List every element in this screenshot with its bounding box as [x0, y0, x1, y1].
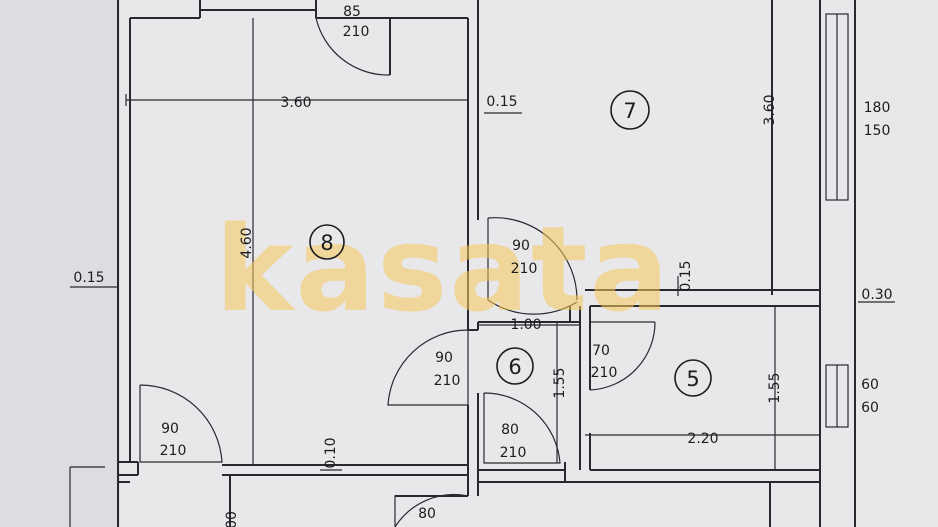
dim-room5-width: 2.20: [687, 431, 718, 447]
room-6-number: 6: [508, 355, 521, 379]
door-room7-height: 210: [511, 261, 538, 277]
room-7-circle: [610, 90, 650, 130]
room-markers: 7 8 6 5: [309, 90, 712, 397]
door-bottom-arc: [394, 494, 469, 527]
dim-bottom-left-partial: 00: [224, 511, 240, 527]
door-room7-width: 90: [512, 238, 530, 254]
window-right-top-width: 180: [864, 100, 891, 116]
door-corridor-left-arc: [387, 329, 469, 406]
dim-wall-mid: 0.15: [678, 260, 694, 291]
door-corridor-bottom-width: 80: [501, 422, 519, 438]
dim-wall-gap-top: 0.15: [486, 94, 517, 110]
window-right-bottom-width: 60: [861, 377, 879, 393]
door-top-height: 210: [343, 24, 370, 40]
door-corridor-left-height: 210: [434, 373, 461, 389]
door-corridor-bottom-height: 210: [500, 445, 527, 461]
door-top-width: 85: [343, 4, 361, 20]
dimension-lines: [69, 0, 895, 527]
door-room5-arc: [589, 321, 656, 391]
dim-wall-right: 0.30: [861, 287, 892, 303]
watermark: kasata: [215, 200, 671, 338]
door-room8-bottom-height: 210: [160, 443, 187, 459]
dim-room7-height: 3.60: [762, 94, 778, 125]
door-room5-height: 210: [591, 365, 618, 381]
room-8-number: 8: [320, 231, 333, 255]
dim-wall-bottom: 0.10: [323, 437, 339, 468]
room-5-number: 5: [686, 367, 699, 391]
door-top-arc: [315, 0, 391, 76]
door-labels: 85 210 90 210 90 210 70 210 80 210 90 21…: [160, 4, 618, 522]
window-labels: 180 150 60 60: [861, 100, 890, 416]
dim-corridor-width: 1.00: [510, 317, 541, 333]
window-right-bottom-height: 60: [861, 400, 879, 416]
paper-left-margin: [0, 0, 120, 527]
door-corridor-left-width: 90: [435, 350, 453, 366]
dim-corridor-height: 1.55: [552, 367, 568, 398]
door-room8-bottom-arc: [139, 384, 223, 463]
room-6-circle: [496, 347, 534, 385]
dim-room8-height: 4.60: [239, 227, 255, 258]
room-7-number: 7: [623, 99, 636, 123]
door-room8-bottom-width: 90: [161, 421, 179, 437]
dim-room8-width: 3.60: [280, 95, 311, 111]
door-room5-width: 70: [592, 343, 610, 359]
door-corridor-bottom-arc: [483, 392, 561, 464]
dim-wall-left: 0.15: [73, 270, 104, 286]
dim-room5-height: 1.55: [767, 372, 783, 403]
dimension-labels: 3.60 4.60 0.15 0.15 3.60 0.15 0.30 1.00 …: [73, 94, 892, 527]
window-right-top-height: 150: [864, 123, 891, 139]
door-bottom-width: 80: [418, 506, 436, 522]
room-8-circle: [309, 224, 345, 260]
room-5-circle: [674, 359, 712, 397]
doors: [139, 0, 656, 527]
door-room7-arc: [487, 217, 578, 315]
